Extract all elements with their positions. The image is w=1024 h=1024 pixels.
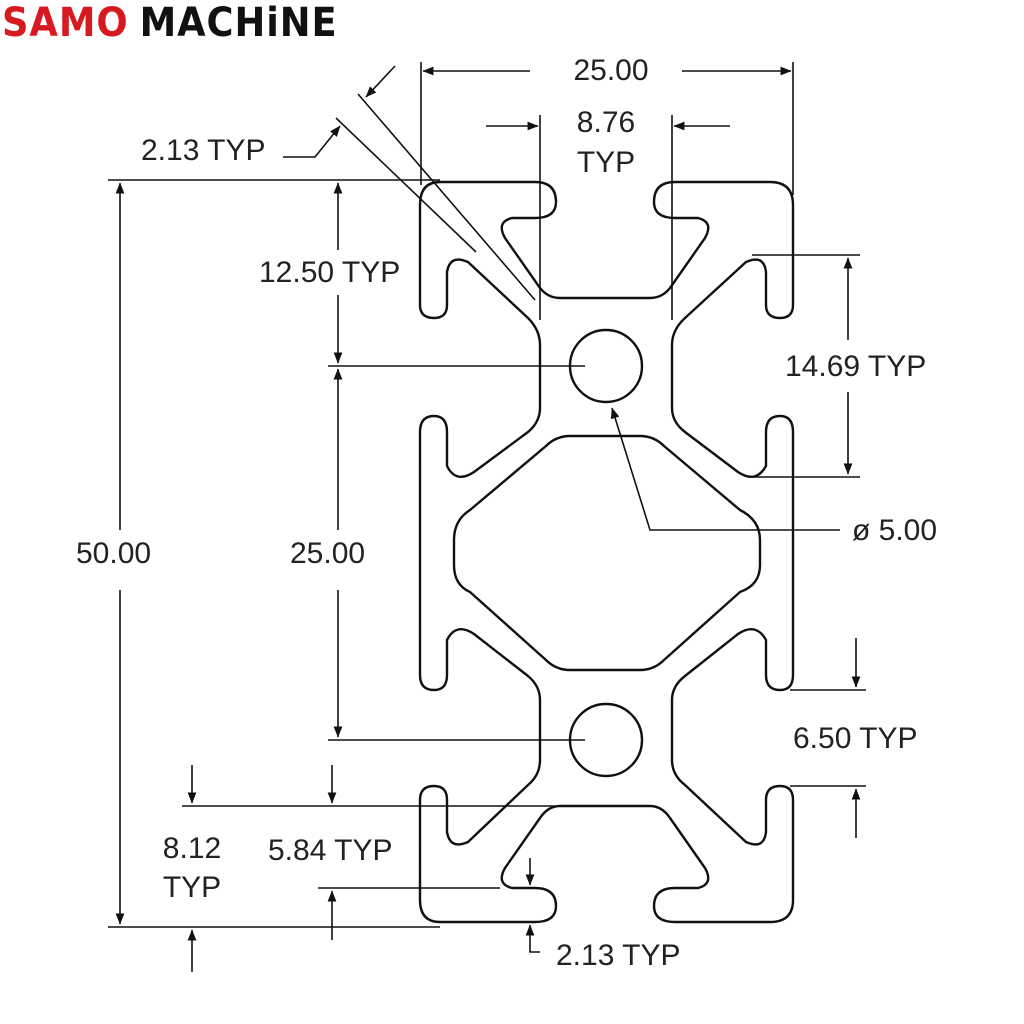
extrusion-profile [418, 180, 795, 924]
dim-slot-top-line-2: TYP [577, 146, 635, 179]
brand-name-part-2: MACHiNE [139, 0, 338, 46]
top-left-corner-block [418, 180, 795, 924]
dim-hole-pitch: 25.00 [290, 537, 365, 570]
dim-width-overall: 25.00 [573, 54, 648, 87]
dim-slot-top-line-1: 8.76 [577, 106, 635, 139]
dim-side-span: 14.69 TYP [785, 350, 926, 383]
dim-depth-line-2: TYP [163, 871, 221, 904]
center-cavity [452, 434, 762, 672]
dim-chamfer-top: 2.13 TYP [141, 134, 266, 167]
dim-depth-line-1: 8.12 [163, 832, 221, 865]
dim-hole-diameter: ø 5.00 [852, 514, 937, 547]
dim-slot-depth: 6.50 TYP [793, 722, 918, 755]
brand-name-part-1: SAMO [2, 0, 129, 46]
dim-wall-bottom: 2.13 TYP [556, 939, 681, 972]
dimension-labels: 25.00 8.76 TYP 2.13 TYP 12.50 TYP 14.69 … [76, 54, 937, 972]
dimension-lines [108, 62, 866, 972]
dim-height-overall: 50.00 [76, 537, 151, 570]
dim-half-height: 12.50 TYP [259, 256, 400, 289]
dim-lip-depth: 5.84 TYP [268, 834, 393, 867]
